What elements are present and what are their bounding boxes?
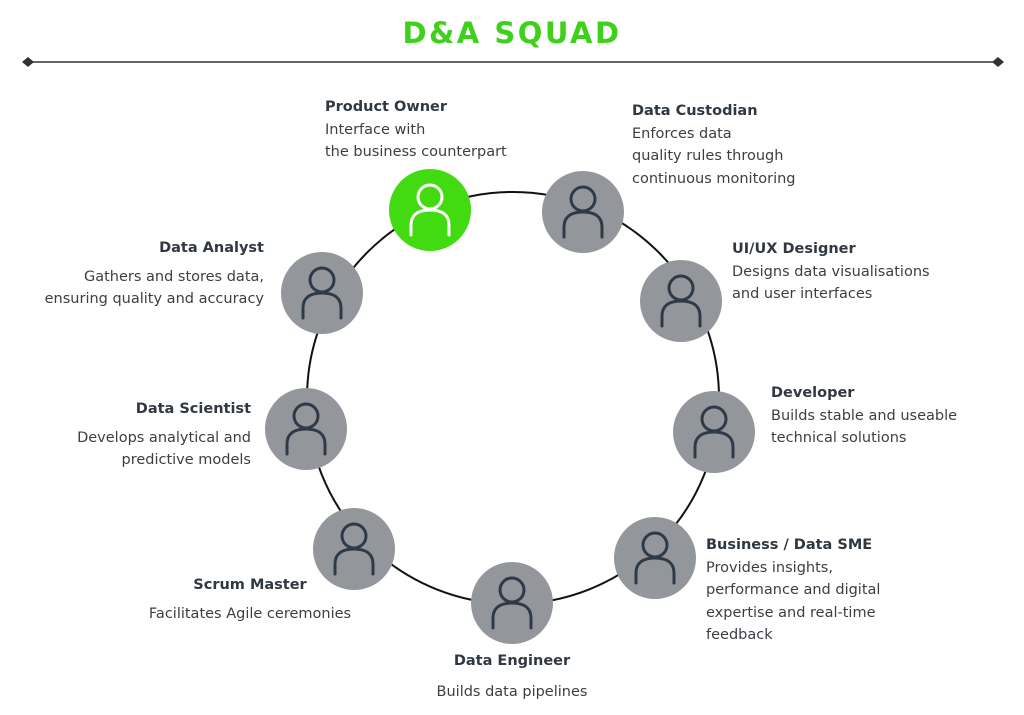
person-head — [416, 183, 444, 211]
person-body — [333, 547, 375, 576]
person-head — [641, 531, 669, 559]
person-head — [292, 402, 320, 430]
node-ui-ux-designer — [640, 260, 722, 342]
role-title: Business / Data SME — [706, 537, 873, 553]
node-business-data-sme — [614, 517, 696, 599]
person-head — [340, 522, 368, 550]
role-data-analyst: Data Analyst Gathers and stores data, en… — [20, 237, 264, 311]
person-body — [693, 430, 735, 459]
person-head — [700, 405, 728, 433]
role-description: Facilitates Agile ceremonies — [148, 605, 352, 622]
person-head — [569, 185, 597, 213]
role-title: Data Scientist — [135, 401, 251, 417]
role-title: Developer — [771, 385, 855, 401]
role-title: Product Owner — [325, 99, 448, 115]
person-body — [634, 556, 676, 585]
role-description: Gathers and stores data, ensuring qualit… — [44, 268, 264, 308]
role-description: Enforces data quality rules through cont… — [632, 125, 796, 187]
person-icon — [660, 274, 702, 328]
role-description: Designs data visualisations and user int… — [732, 263, 930, 303]
person-icon — [301, 266, 343, 320]
role-data-custodian: Data Custodian Enforces data quality rul… — [632, 100, 796, 190]
role-title: Data Engineer — [453, 653, 571, 669]
role-title: Data Custodian — [632, 103, 758, 119]
title-divider — [22, 57, 1004, 67]
person-icon — [634, 531, 676, 585]
person-icon — [562, 185, 604, 239]
role-description: Provides insights, performance and digit… — [706, 559, 881, 644]
person-body — [301, 291, 343, 320]
role-description: Interface with the business counterpart — [325, 121, 507, 161]
person-body — [285, 427, 327, 456]
person-body — [660, 299, 702, 328]
role-title: Scrum Master — [193, 577, 307, 593]
person-head — [308, 266, 336, 294]
page-title: D&A SQUAD — [402, 16, 622, 50]
node-data-engineer — [471, 562, 553, 644]
person-icon — [693, 405, 735, 459]
node-developer — [673, 391, 755, 473]
node-product-owner — [389, 169, 471, 251]
person-icon — [491, 576, 533, 630]
node-data-custodian — [542, 171, 624, 253]
role-data-scientist: Data Scientist Develops analytical and p… — [20, 398, 251, 472]
node-scrum-master — [313, 508, 395, 590]
role-developer: Developer Builds stable and useable tech… — [771, 382, 957, 450]
role-description: Develops analytical and predictive model… — [77, 429, 251, 469]
person-body — [491, 601, 533, 630]
divider-right-diamond — [992, 57, 1004, 67]
person-icon — [409, 183, 451, 237]
role-business-data-sme: Business / Data SME Provides insights, p… — [706, 534, 880, 647]
role-ui-ux-designer: UI/UX Designer Designs data visualisatio… — [732, 238, 930, 306]
person-icon — [285, 402, 327, 456]
role-description: Builds stable and useable technical solu… — [771, 407, 958, 447]
role-data-engineer: Data Engineer Builds data pipelines — [412, 650, 612, 703]
node-data-scientist — [265, 388, 347, 470]
person-body — [409, 208, 451, 237]
role-title: Data Analyst — [159, 240, 264, 256]
divider-left-diamond — [22, 57, 34, 67]
role-scrum-master: Scrum Master Facilitates Agile ceremonie… — [140, 574, 360, 625]
person-icon — [333, 522, 375, 576]
role-title: UI/UX Designer — [732, 241, 856, 257]
person-head — [667, 274, 695, 302]
role-product-owner: Product Owner Interface with the busines… — [325, 96, 507, 164]
role-description: Builds data pipelines — [436, 683, 588, 700]
node-data-analyst — [281, 252, 363, 334]
person-head — [498, 576, 526, 604]
person-body — [562, 210, 604, 239]
